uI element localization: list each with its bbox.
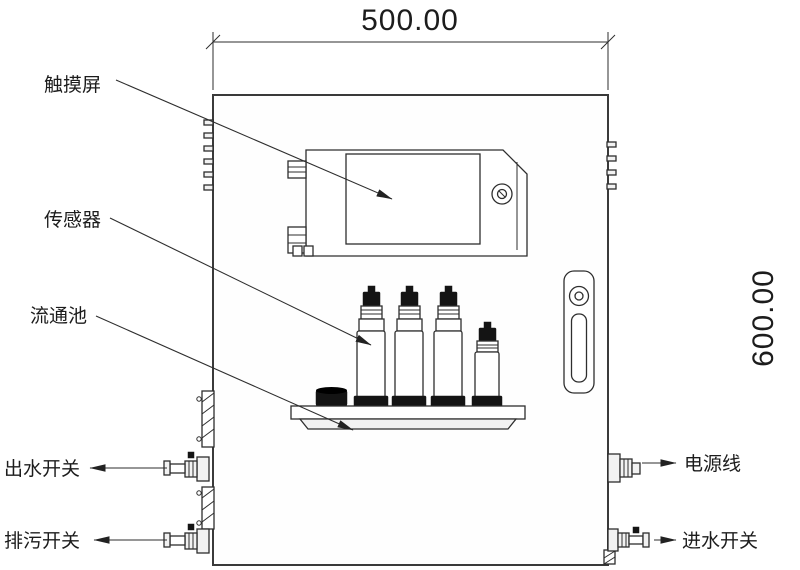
power-cable-gland (607, 453, 641, 483)
callout-drain-switch: 排污开关 (4, 530, 167, 552)
flow-cell-leader (95, 315, 354, 431)
dimension-tick-right (600, 34, 616, 50)
left-edge-screws (203, 119, 214, 191)
drain-valve (163, 523, 210, 554)
hinge-mid-left (196, 390, 215, 448)
dimension-tick-left (205, 34, 221, 50)
touch-screen-label: 触摸屏 (44, 74, 101, 96)
door-handle (563, 270, 595, 394)
drain-switch-label: 排污开关 (4, 530, 80, 552)
terminal-block (292, 245, 303, 257)
touch-screen-panel (287, 149, 528, 257)
inlet-switch-label: 进水开关 (682, 530, 758, 552)
callout-touch-screen: 触摸屏 (44, 74, 393, 200)
sensor-1 (353, 285, 389, 410)
panel-hinge-block-top (287, 160, 307, 179)
flow-cell-tray (290, 405, 526, 430)
terminal-block (303, 245, 314, 257)
width-dimension-label: 500.00 (361, 4, 459, 37)
flow-cell (315, 387, 348, 407)
touch-screen-leader (115, 79, 393, 200)
height-dimension-label: 600.00 (747, 269, 780, 367)
callout-outlet-switch: 出水开关 (4, 458, 167, 480)
sensor-label: 传感器 (44, 209, 101, 231)
callout-flow-cell: 流通池 (30, 305, 354, 431)
hinge-bottom-left (196, 486, 215, 530)
panel-lock-icon (491, 183, 513, 205)
outlet-switch-label: 出水开关 (4, 458, 80, 480)
right-edge-screws (606, 141, 617, 190)
flow-cell-label: 流通池 (30, 305, 87, 327)
outlet-valve (163, 451, 210, 482)
sensor-leader (109, 217, 372, 346)
callout-sensor: 传感器 (44, 209, 372, 346)
power-cable-label: 电源线 (684, 453, 741, 475)
top-dimension: 500.00 (205, 4, 616, 90)
callout-power-cable: 电源线 (642, 453, 741, 475)
inlet-valve (607, 526, 650, 552)
sensor-2 (391, 285, 427, 410)
display-screen (345, 153, 481, 245)
hinge-bottom-right (603, 549, 616, 565)
callout-inlet-switch: 进水开关 (654, 530, 758, 552)
